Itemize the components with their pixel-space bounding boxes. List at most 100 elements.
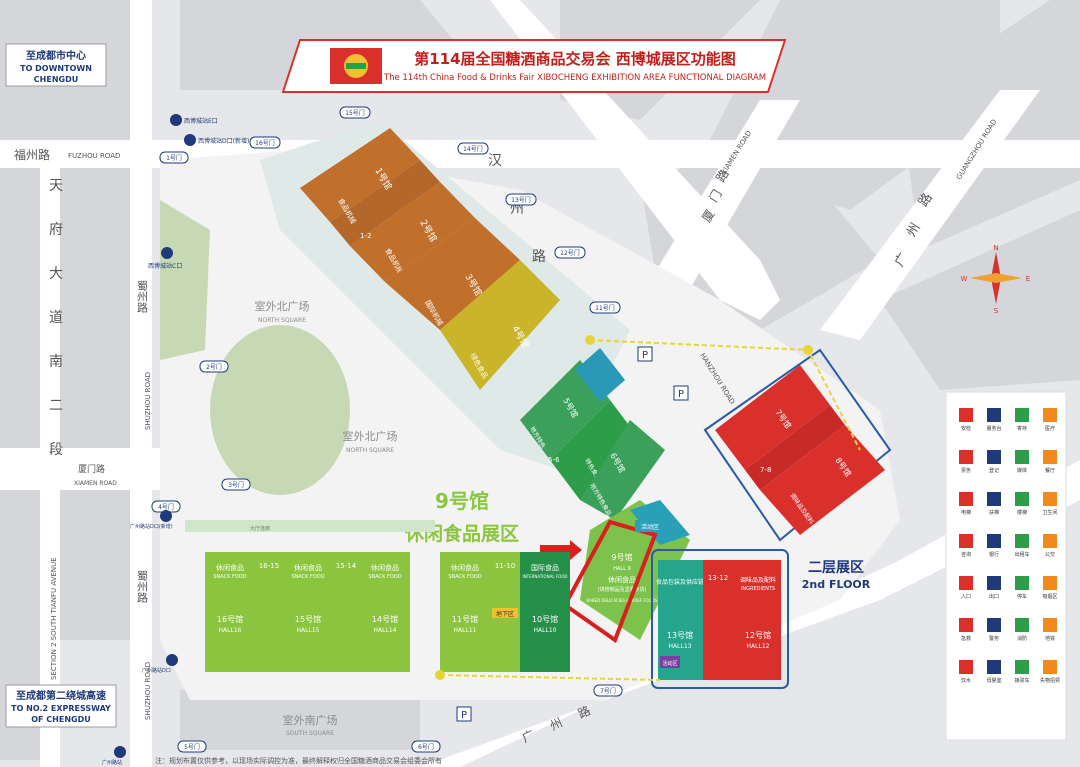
gate-6[interactable]: 6号门 bbox=[411, 740, 441, 753]
legend-item: 公交 bbox=[1043, 534, 1057, 558]
sign-expressway-cn: 至成都第二绕城高速 bbox=[16, 689, 106, 702]
shuttle-stop-icon[interactable] bbox=[435, 670, 445, 680]
shuzhou-road-cn: 蜀州路 bbox=[136, 280, 149, 314]
shuttle-stop-icon[interactable] bbox=[803, 345, 813, 355]
police-icon bbox=[987, 618, 1001, 632]
hall-2[interactable]: 2号馆 食品机械 1-2 bbox=[350, 182, 475, 282]
hall-8[interactable]: 8号馆 调味品及配料 bbox=[760, 425, 885, 535]
gate-14[interactable]: 14号门 bbox=[457, 142, 489, 155]
hall-12[interactable]: 13-12 调味品及配料 INGREDIENTS 12号馆 HALL12 bbox=[703, 560, 781, 680]
legend-label: 寄存 bbox=[1017, 425, 1027, 432]
north-square-en-2: NORTH SQUARE bbox=[346, 447, 394, 454]
hall-7-8-span: 7-8 bbox=[760, 466, 771, 474]
station-e[interactable]: 西博城站E口 bbox=[170, 114, 218, 126]
gate-6-label: 6号门 bbox=[418, 743, 434, 751]
legend-label: 吸烟区 bbox=[1042, 593, 1057, 600]
corridor-label: 大厅连廊 bbox=[250, 525, 270, 532]
station-d-west[interactable]: 广州路站D口(新增) bbox=[130, 510, 173, 530]
hall-13-number: 13号馆 bbox=[667, 630, 693, 640]
hall-14[interactable]: 休闲食品 SNACK FOOD 14号馆 HALL14 bbox=[360, 552, 410, 672]
fuzhou-road-en: FUZHOU ROAD bbox=[68, 152, 120, 160]
legend-item: 医疗 bbox=[1043, 408, 1057, 432]
legend-item: 票务 bbox=[959, 450, 973, 474]
hall-13[interactable]: 食品包装及供应链 13号馆 HALL13 活动区 bbox=[656, 560, 704, 680]
gate-5-label: 5号门 bbox=[184, 743, 200, 751]
compass-n: N bbox=[993, 244, 998, 252]
hall-11-en: HALL11 bbox=[454, 627, 477, 634]
legend-label: 咨询 bbox=[961, 551, 971, 558]
hall-16[interactable]: 休闲食品 SNACK FOOD 16号馆 HALL16 bbox=[205, 552, 255, 672]
station-guangzhou[interactable]: 广州路站 bbox=[102, 746, 126, 766]
metro-icon bbox=[1043, 618, 1057, 632]
legend-label: 停车 bbox=[1017, 593, 1027, 600]
legend-item: 失物招领 bbox=[1040, 660, 1060, 684]
station-e-label: 西博城站E口 bbox=[184, 117, 218, 125]
parking-icon[interactable]: P bbox=[673, 385, 689, 401]
hall-14-zone: 休闲食品 bbox=[371, 563, 399, 572]
media-icon bbox=[1015, 450, 1029, 464]
tianfu-avenue-char: 大 bbox=[49, 266, 63, 282]
compass-w: W bbox=[961, 275, 968, 283]
legend-label: 公交 bbox=[1045, 551, 1055, 558]
hall-3[interactable]: 3号馆 国际机械 3-4 bbox=[385, 218, 520, 340]
hall-7-8[interactable]: 7-8 bbox=[745, 405, 845, 490]
hall-16-number: 16号馆 bbox=[217, 614, 243, 624]
span-16-15: 16-15 bbox=[259, 562, 279, 570]
gate-12[interactable]: 12号门 bbox=[554, 246, 586, 259]
station-d-south[interactable]: 广州路站D口 bbox=[142, 654, 178, 674]
security-icon bbox=[959, 408, 973, 422]
basement-badge bbox=[492, 608, 518, 618]
legend-label: 媒体 bbox=[1017, 467, 1027, 474]
legend-item: 扶梯 bbox=[987, 492, 1001, 516]
gate-2[interactable]: 2号门 bbox=[199, 360, 229, 373]
hall-1[interactable]: 1号馆 食品机械 bbox=[300, 128, 440, 246]
xiamen-road-en: XIAMEN ROAD bbox=[74, 480, 117, 487]
legend-item: 地铁 bbox=[1043, 618, 1057, 642]
gate-7[interactable]: 7号门 bbox=[593, 684, 623, 697]
legend-label: 卫生间 bbox=[1042, 509, 1057, 516]
hall-16-zone: 休闲食品 bbox=[216, 563, 244, 572]
hall-15[interactable]: 休闲食品 SNACK FOOD 15号馆 HALL15 bbox=[283, 552, 333, 672]
han-road-char: 汉 bbox=[488, 153, 502, 169]
hall-13-zone: 食品包装及供应链 bbox=[656, 578, 704, 586]
hall-11[interactable]: 休闲食品 SNACK FOOD 11号馆 HALL11 bbox=[440, 552, 490, 672]
station-d-north[interactable]: 西博城站D口(新增) bbox=[184, 134, 249, 146]
legend-item: 餐厅 bbox=[1043, 450, 1057, 474]
hall-9-sub: (烘焙制品及坚果炒货) bbox=[598, 586, 647, 593]
han-road-char: 路 bbox=[532, 249, 546, 265]
legend-label: 饮水 bbox=[961, 677, 971, 684]
gate-11[interactable]: 11号门 bbox=[589, 301, 621, 314]
gate-15[interactable]: 15号门 bbox=[339, 106, 371, 119]
second-floor-en: 2nd FLOOR bbox=[802, 578, 871, 591]
hall-7[interactable]: 7号馆 bbox=[715, 365, 830, 470]
hall-1-2-span: 1-2 bbox=[360, 232, 371, 240]
gate-3[interactable]: 3号门 bbox=[221, 478, 251, 491]
north-square-en: NORTH SQUARE bbox=[258, 317, 306, 324]
gate-16[interactable]: 16号门 bbox=[249, 136, 281, 149]
span-11-10: 11-10 bbox=[495, 562, 515, 570]
legend-item: 电梯 bbox=[959, 492, 973, 516]
hall-10[interactable]: 国际食品 INTERNATIONAL FOOD 10号馆 HALL10 bbox=[520, 552, 570, 672]
parking-icon[interactable]: P bbox=[637, 346, 653, 362]
gate-3-label: 3号门 bbox=[228, 481, 244, 489]
info-icon bbox=[959, 534, 973, 548]
footer-note: 注：规划布置仅供参考，以现场实际调控为准，最终解释权归全国糖酒商品交易会组委会所… bbox=[155, 756, 442, 765]
gate-13[interactable]: 13号门 bbox=[505, 193, 537, 206]
second-floor-title: 二层展区 bbox=[808, 560, 864, 576]
gate-1[interactable]: 1号门 bbox=[159, 151, 189, 164]
gate-13-label: 13号门 bbox=[511, 196, 531, 204]
gate-5[interactable]: 5号门 bbox=[177, 740, 207, 753]
parking-icon[interactable]: P bbox=[456, 706, 472, 722]
hall-4[interactable]: 4号馆 绿色食品 bbox=[440, 260, 560, 390]
legend-label: 票务 bbox=[961, 467, 971, 474]
hall-14-en-zone: SNACK FOOD bbox=[368, 574, 401, 580]
gate-7-label: 7号门 bbox=[600, 687, 616, 695]
aid-icon bbox=[1043, 408, 1057, 422]
shuttle-stop-icon[interactable] bbox=[585, 335, 595, 345]
station-c[interactable]: 西博城站C口 bbox=[148, 247, 182, 270]
legend-label: 失物招领 bbox=[1040, 677, 1060, 684]
hall-13-en: HALL13 bbox=[669, 643, 692, 650]
exit-icon bbox=[987, 576, 1001, 590]
legend-item: 卫生间 bbox=[1042, 492, 1058, 516]
